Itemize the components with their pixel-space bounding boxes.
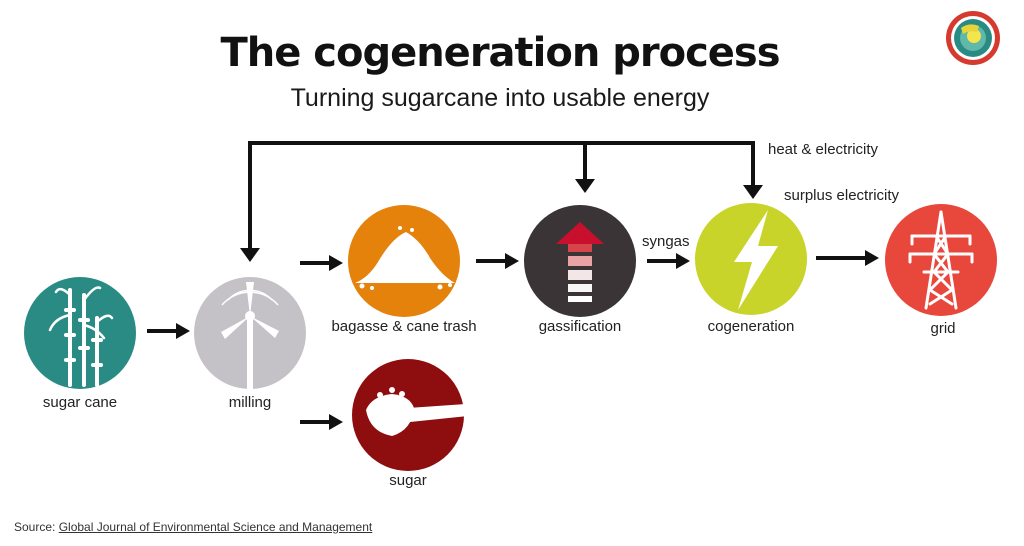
lightning-bolt-icon xyxy=(734,210,778,310)
node-milling xyxy=(194,277,306,390)
node-sugar-cane xyxy=(24,277,136,389)
node-bagasse xyxy=(348,205,460,317)
node-grid xyxy=(885,204,997,316)
node-label-milling: milling xyxy=(228,394,272,411)
flow-label-surplus-electricity: surplus electricity xyxy=(784,187,900,204)
node-label-cogeneration: cogeneration xyxy=(707,318,795,335)
node-label-sugar: sugar xyxy=(389,472,427,489)
sugarcane-stalks-icon xyxy=(48,286,114,387)
flow-label-heat-electricity: heat & electricity xyxy=(768,141,879,158)
sugar-scoop-icon xyxy=(366,387,468,436)
node-sugar xyxy=(352,359,468,471)
source-link[interactable]: Global Journal of Environmental Science … xyxy=(58,520,373,534)
power-pylon-icon xyxy=(908,210,974,310)
node-label-sugar-cane: sugar cane xyxy=(42,394,118,411)
feedback-connector xyxy=(248,141,755,250)
flow-label-syngas: syngas xyxy=(642,233,690,250)
node-cogeneration xyxy=(695,203,807,315)
node-label-grid: grid xyxy=(930,320,956,337)
bagasse-pile-icon xyxy=(355,226,455,290)
node-label-gassification: gassification xyxy=(538,318,622,335)
flow-arrows xyxy=(147,250,879,430)
node-label-bagasse: bagasse & cane trash xyxy=(331,318,477,335)
node-gassification xyxy=(524,205,636,317)
source-prefix: Source: xyxy=(14,520,59,534)
diagram-title: The cogeneration process xyxy=(220,30,780,76)
feedback-arrowheads xyxy=(240,179,763,262)
gas-arrow-icon xyxy=(556,222,604,302)
diagram-subtitle: Turning sugarcane into usable energy xyxy=(290,84,710,112)
wind-turbine-icon xyxy=(221,282,279,390)
globe-logo-icon xyxy=(945,10,1001,71)
source-note: Source: Global Journal of Environmental … xyxy=(14,520,372,534)
